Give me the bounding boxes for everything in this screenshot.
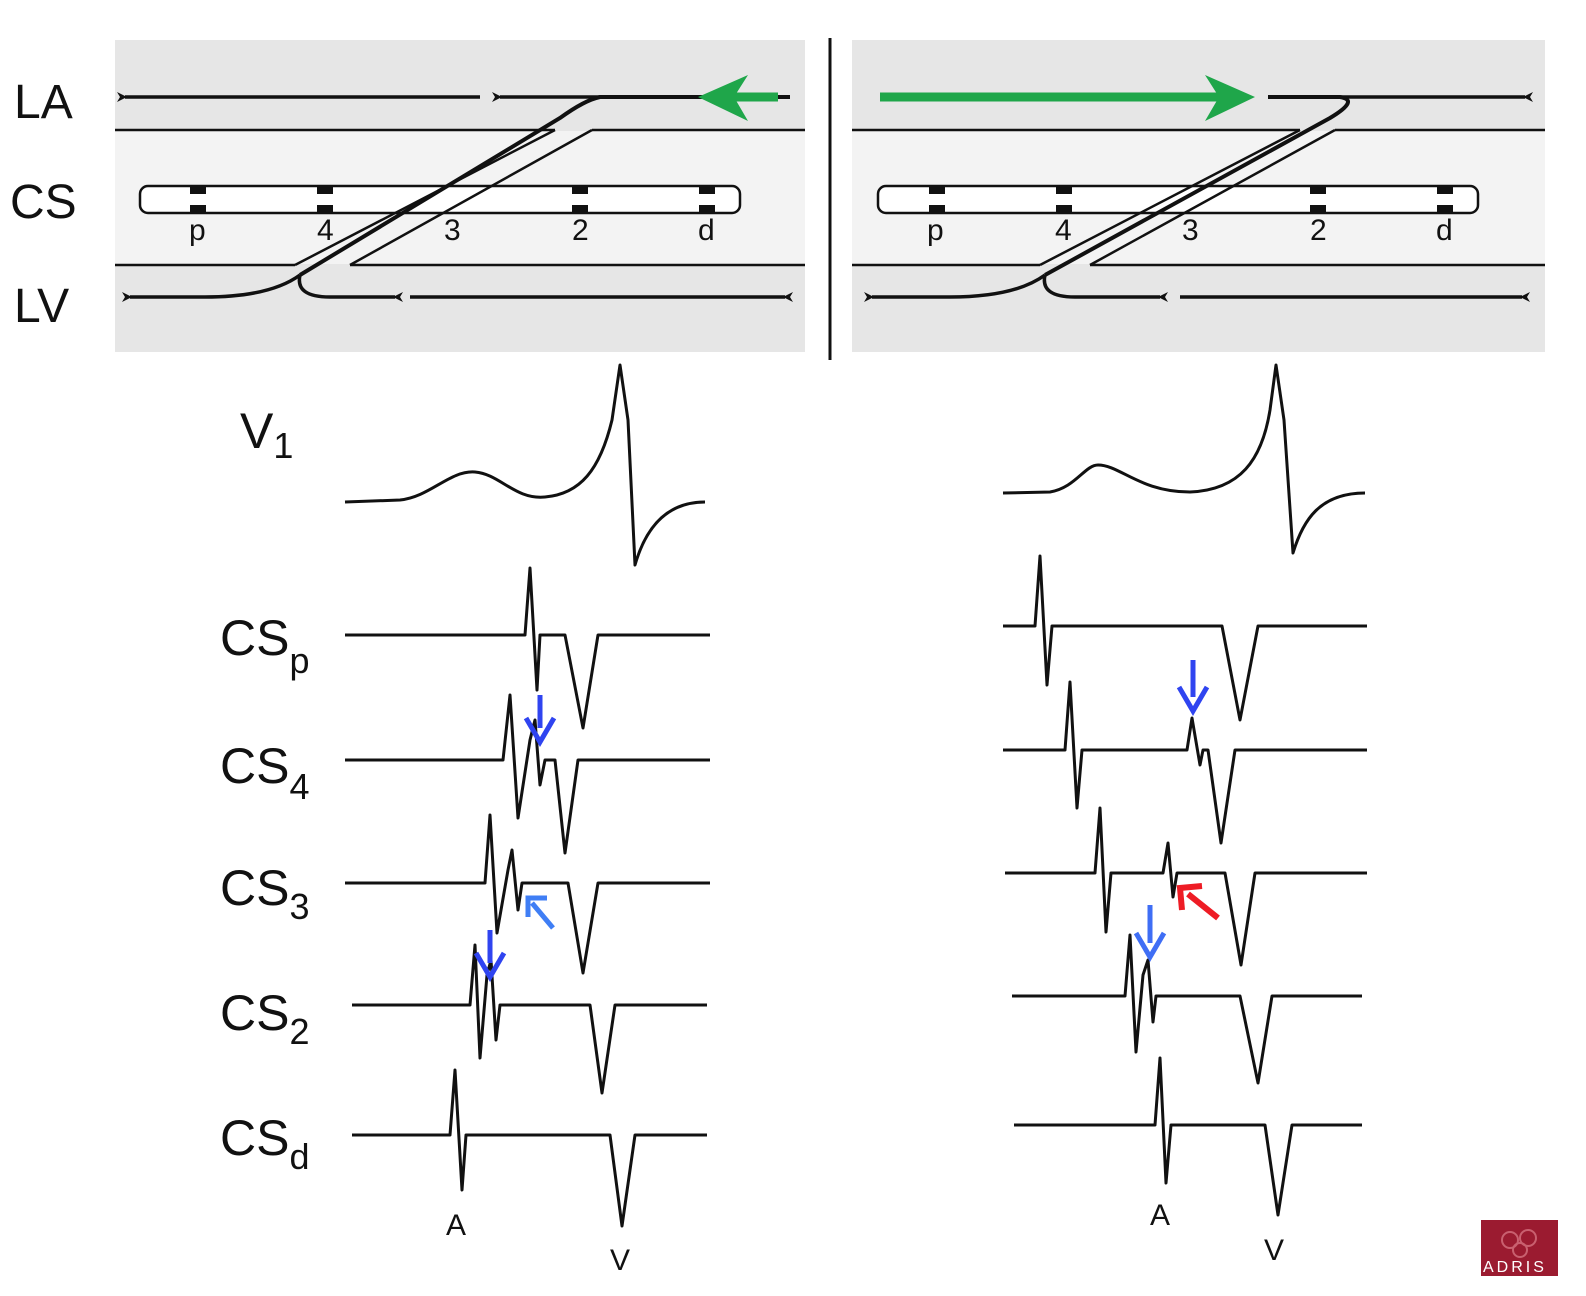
- blue-arrow-icon: [473, 930, 507, 982]
- trace-cs4: [345, 693, 710, 855]
- lead-cs3: CS3: [220, 860, 310, 927]
- lead-cs4: CS4: [220, 738, 310, 807]
- marker-v: V: [1264, 1234, 1284, 1267]
- label-la: LA: [14, 76, 73, 129]
- adris-logo: ADRIS: [1481, 1220, 1558, 1276]
- blue-arrow-icon: [1133, 905, 1167, 962]
- label-cs: CS: [10, 176, 77, 229]
- right-anatomy-panel: [852, 40, 1545, 352]
- electrode-label: 3: [444, 214, 461, 247]
- lead-csd: CSd: [220, 1110, 310, 1177]
- green-arrow-left: [698, 75, 778, 121]
- trace-csd: [352, 1068, 707, 1228]
- lead-cs2: CS2: [220, 985, 310, 1052]
- green-arrow-right: [880, 75, 1255, 121]
- electrode-label: p: [189, 214, 206, 247]
- trace-cs2: [1012, 933, 1362, 1085]
- electrode-label: 2: [1310, 214, 1327, 247]
- marker-a: A: [446, 1209, 466, 1242]
- electrode-label: 4: [1055, 214, 1072, 247]
- electrodes: [190, 186, 715, 213]
- blue-arrow-icon: [1176, 660, 1210, 716]
- trace-cs3: [1005, 806, 1367, 967]
- red-arrow-icon: [1176, 883, 1220, 921]
- trace-v1: [1002, 363, 1366, 555]
- trace-cs4: [1003, 680, 1367, 845]
- marker-v: V: [610, 1244, 630, 1277]
- trace-v1: [344, 363, 706, 567]
- svg-text:ADRIS: ADRIS: [1483, 1259, 1547, 1276]
- cs-catheter: [138, 184, 742, 215]
- trace-cs3: [345, 813, 710, 975]
- left-anatomy-panel: [115, 40, 805, 352]
- lead-labels: V1 CSp CS4 CS3 CS2 CSd: [220, 403, 310, 1177]
- electrode-label: 4: [317, 214, 334, 247]
- right-electrode-labels: p 4 3 2 d: [927, 214, 1453, 247]
- lead-csp: CSp: [220, 610, 310, 681]
- light-blue-arrow-icon: [525, 895, 555, 930]
- electrode-label: 2: [572, 214, 589, 247]
- electrode-label: 3: [1182, 214, 1199, 247]
- left-traces: [344, 363, 710, 1228]
- blue-arrow-icon: [523, 695, 557, 747]
- electrode-label: d: [698, 214, 715, 247]
- trace-csd: [1014, 1056, 1362, 1217]
- electrodes: [929, 186, 1453, 213]
- marker-a: A: [1150, 1199, 1170, 1232]
- label-lv: LV: [14, 280, 69, 333]
- electrode-label: p: [927, 214, 944, 247]
- trace-csp: [345, 566, 710, 730]
- trace-cs2: [352, 943, 707, 1095]
- trace-csp: [1003, 554, 1367, 722]
- left-electrode-labels: p 4 3 2 d: [189, 214, 715, 247]
- electrode-label: d: [1436, 214, 1453, 247]
- annotation-arrows: [473, 660, 1220, 982]
- right-traces: [1002, 363, 1367, 1217]
- lead-v1: V1: [240, 403, 293, 466]
